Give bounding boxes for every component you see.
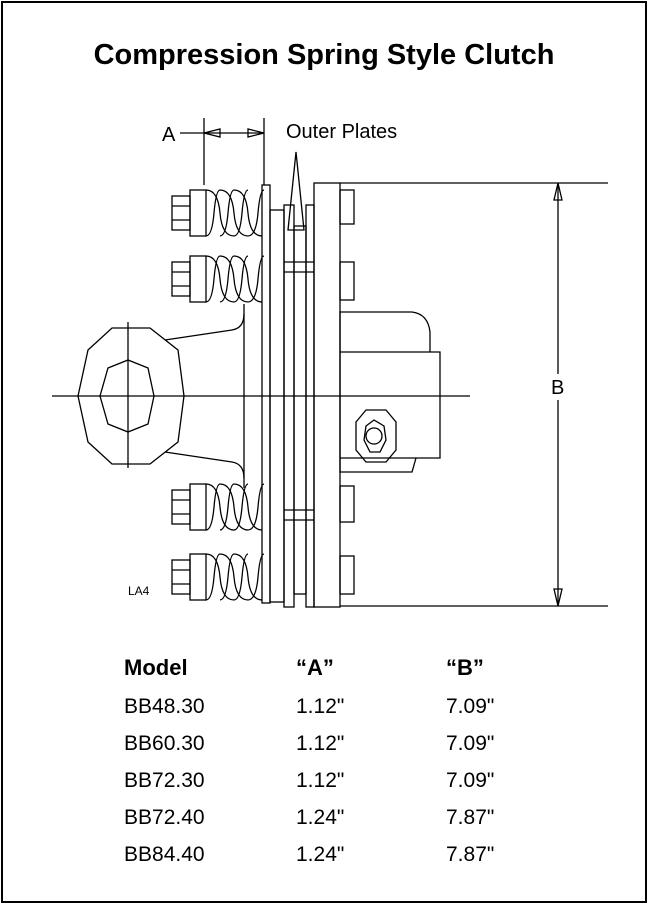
cell-a: 1.24" xyxy=(296,842,345,866)
table-row: BB72.40 1.24" 7.87" xyxy=(124,799,556,836)
cell-a: 1.12" xyxy=(296,768,345,792)
cell-b: 7.09" xyxy=(446,694,495,718)
table-header: Model “A” “B” xyxy=(124,648,556,688)
dimension-a: A xyxy=(162,118,265,185)
dimension-b: B xyxy=(340,182,608,607)
cell-model: BB48.30 xyxy=(124,694,205,718)
spec-table: Model “A” “B” BB48.30 1.12" 7.09" BB60.3… xyxy=(124,648,556,873)
header-model: Model xyxy=(124,655,188,680)
cell-b: 7.87" xyxy=(446,842,495,866)
outer-plates-label: Outer Plates xyxy=(286,121,397,143)
hub-body xyxy=(313,182,441,608)
spring-bolt-4 xyxy=(171,553,265,601)
table-row: BB48.30 1.12" 7.09" xyxy=(124,688,556,725)
yoke xyxy=(77,304,245,488)
dimension-a-label: A xyxy=(162,124,176,146)
cell-a: 1.24" xyxy=(296,805,345,829)
cell-a: 1.12" xyxy=(296,731,345,755)
cell-model: BB72.30 xyxy=(124,768,205,792)
header-b: “B” xyxy=(446,655,484,680)
table-row: BB72.30 1.12" 7.09" xyxy=(124,762,556,799)
header-a: “A” xyxy=(296,655,334,680)
spring-bolt-2 xyxy=(171,255,265,303)
spring-bolt-3 xyxy=(171,483,265,531)
center-lines xyxy=(52,322,470,468)
cell-model: BB72.40 xyxy=(124,805,205,829)
dimension-b-label: B xyxy=(551,377,564,399)
cell-model: BB84.40 xyxy=(124,842,205,866)
cell-a: 1.12" xyxy=(296,694,345,718)
figure-title: Compression Spring Style Clutch xyxy=(93,39,555,71)
table-row: BB84.40 1.24" 7.87" xyxy=(124,836,556,873)
cell-model: BB60.30 xyxy=(124,731,205,755)
part-label: LA4 xyxy=(128,584,150,598)
cell-b: 7.09" xyxy=(446,768,495,792)
cell-b: 7.87" xyxy=(446,805,495,829)
cell-b: 7.09" xyxy=(446,731,495,755)
spring-bolt-1 xyxy=(171,189,265,237)
table-row: BB60.30 1.12" 7.09" xyxy=(124,725,556,762)
outer-plates-callout: Outer Plates xyxy=(286,121,397,231)
